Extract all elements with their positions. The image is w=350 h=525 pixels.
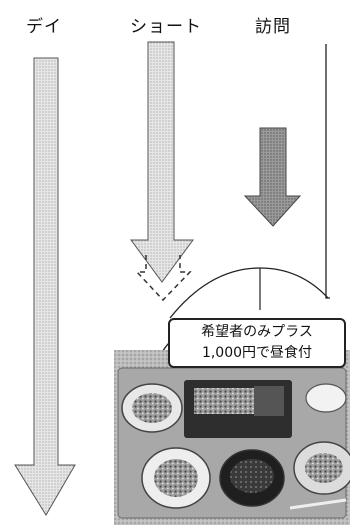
short-arrow-dashed-extension [135, 255, 192, 302]
note-line-2: 1,000円で昼食付 [201, 345, 313, 361]
short-arrow [130, 41, 194, 283]
meal-photo [114, 350, 350, 525]
label-visit: 訪問 [255, 17, 291, 37]
label-short: ショート [130, 17, 202, 37]
bracket-curve [169, 267, 329, 319]
day-arrow [14, 57, 76, 516]
lunch-note-box: 希望者のみプラス 1,000円で昼食付 [168, 318, 346, 368]
visit-connector-line [325, 44, 330, 299]
note-line-1: 希望者のみプラス [201, 324, 313, 340]
label-day: デイ [26, 17, 62, 37]
visit-arrow [243, 127, 302, 227]
